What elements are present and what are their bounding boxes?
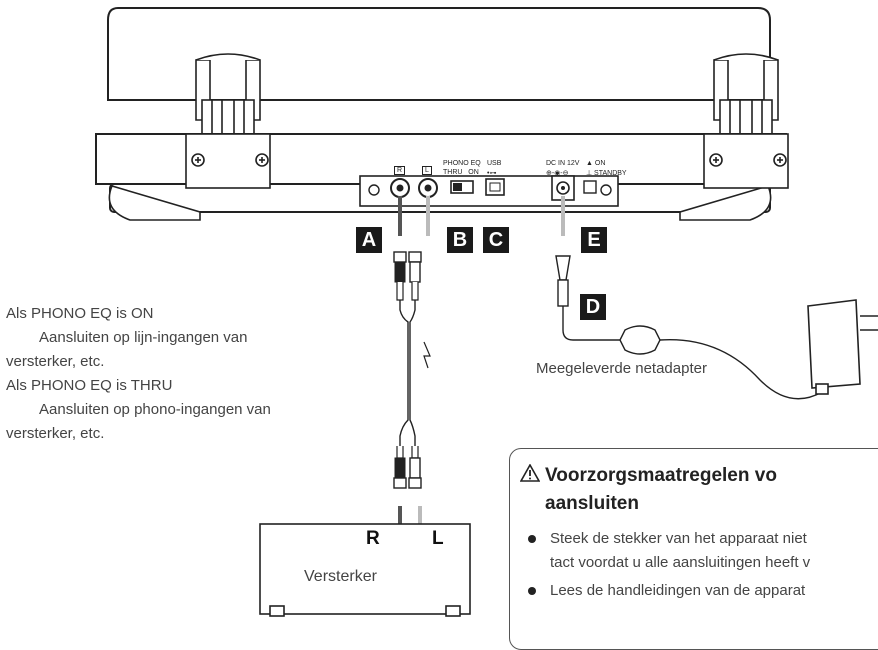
warning-triangle-icon	[520, 464, 540, 482]
panel-label-r: R	[394, 166, 406, 175]
note-line-3: versterker, etc.	[6, 353, 105, 370]
adapter-label: Meegeleverde netadapter	[536, 360, 707, 377]
bullet-dot	[528, 587, 536, 596]
warning-bullet-2-text: Lees de handleidingen van de apparat	[550, 582, 806, 599]
note-line-1: Als PHONO EQ is ON	[6, 305, 154, 322]
warning-title-line-2: aansluiten	[545, 493, 639, 514]
warning-box	[509, 448, 878, 650]
phono-eq-notes: Als PHONO EQ is ON Aansluiten op lijn-in…	[6, 302, 271, 446]
power-button	[583, 180, 597, 194]
ac-adapter	[807, 299, 878, 395]
connect-arrow	[423, 341, 431, 369]
bullet-dot	[528, 535, 536, 544]
warning-title: Voorzorgsmaatregelen vo aansluiten	[545, 462, 777, 518]
panel-label-phono-eq: PHONO EQ	[443, 160, 481, 167]
amp-label-l: L	[432, 528, 444, 549]
amplifier-box	[259, 523, 471, 617]
panel-screw-left	[368, 184, 380, 196]
dc-cable	[555, 196, 823, 400]
note-line-5: Aansluiten op phono-ingangen van	[39, 401, 271, 418]
note-line-6: versterker, etc.	[6, 425, 105, 442]
hinge-right	[713, 53, 779, 135]
amplifier-label: Versterker	[304, 568, 377, 585]
hinge-left	[195, 53, 261, 135]
warning-bullet-1-text: Steek de stekker van het apparaat niet	[550, 530, 807, 547]
warning-bullet-1: Steek de stekker van het apparaat niet	[528, 530, 807, 547]
panel-label-l: L	[422, 166, 432, 175]
label-e: E	[581, 227, 607, 253]
note-line-2: Aansluiten op lijn-ingangen van	[39, 329, 248, 346]
warning-bullet-1-cont: tact voordat u alle aansluitingen heeft …	[550, 554, 811, 571]
dc-polarity-icon: ⊕-◉-⊖	[546, 170, 569, 177]
panel-label-usb: USB	[487, 160, 502, 167]
foot-right	[679, 185, 772, 221]
note-line-4: Als PHONO EQ is THRU	[6, 377, 173, 394]
warning-bullet-2: Lees de handleidingen van de apparat	[528, 582, 805, 599]
foot-left	[108, 185, 201, 221]
label-a: A	[356, 227, 382, 253]
bracket-right	[703, 133, 789, 189]
cable-ferrite	[619, 325, 661, 355]
panel-label-thru-on: THRU ON	[443, 169, 479, 176]
usb-symbol-icon: •⊶	[487, 170, 497, 177]
panel-label-standby: ⊥ STANDBY	[586, 170, 627, 177]
panel-label-dc-in: DC IN 12V	[546, 160, 580, 167]
bracket-left	[185, 133, 271, 189]
warning-title-line-1: Voorzorgsmaatregelen vo	[545, 465, 777, 486]
connection-diagram	[95, 7, 878, 617]
panel-screw-right	[600, 184, 612, 196]
label-c: C	[483, 227, 509, 253]
label-b: B	[447, 227, 473, 253]
panel-label-on: ▲ ON	[586, 160, 606, 167]
label-d: D	[580, 294, 606, 320]
rca-cable	[393, 196, 430, 544]
amp-label-r: R	[366, 528, 380, 549]
